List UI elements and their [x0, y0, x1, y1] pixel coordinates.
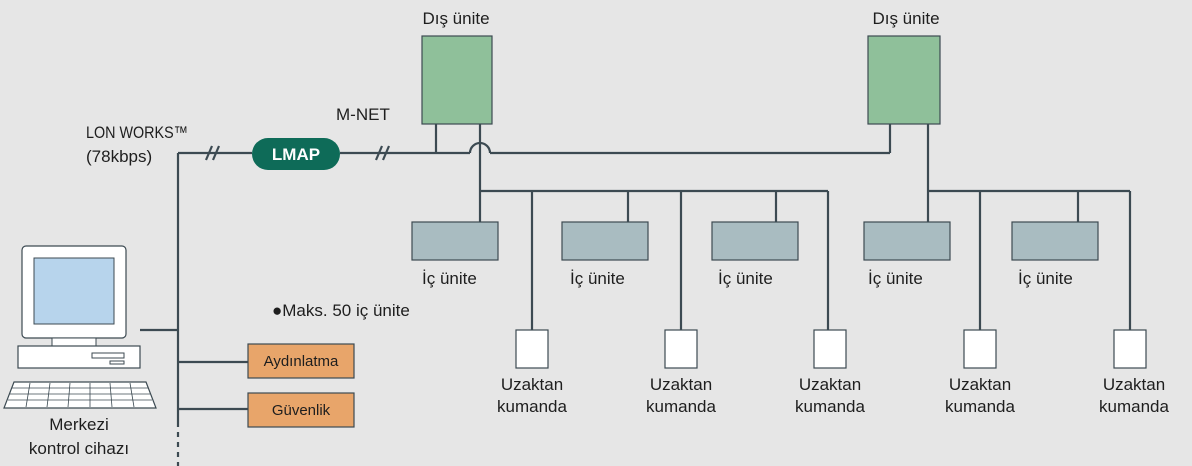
wiring	[140, 124, 1132, 466]
remote-controller-1: Uzaktan kumanda	[497, 329, 568, 416]
indoor-unit-box	[411, 221, 499, 261]
indoor-unit-label: İç ünite	[570, 269, 625, 288]
lmap-label: LMAP	[272, 145, 320, 164]
keyboard-keys	[8, 382, 152, 408]
lmap-box	[252, 138, 340, 170]
drive-slot-icon	[91, 352, 125, 359]
monitor-screen	[33, 257, 115, 325]
keyboard-icon	[3, 381, 157, 409]
remote-controller-box	[664, 329, 698, 369]
indoor-unit-4: İç ünite	[863, 221, 951, 288]
indoor-unit-label: İç ünite	[718, 269, 773, 288]
remote-label-line2: kumanda	[1099, 397, 1169, 416]
security-label: Güvenlik	[272, 402, 331, 419]
remote-controller-4: Uzaktan kumanda	[945, 329, 1016, 416]
remote-label-line2: kumanda	[945, 397, 1015, 416]
monitor-stand	[51, 337, 97, 347]
outdoor-unit-1: Dış ünite	[421, 9, 493, 125]
outdoor-unit-label: Dış ünite	[872, 9, 939, 28]
remote-controller-2: Uzaktan kumanda	[646, 329, 717, 416]
remote-controller-box	[515, 329, 549, 369]
lonworks-speed: (78kbps)	[86, 147, 152, 166]
remote-controller-5: Uzaktan kumanda	[1099, 329, 1170, 416]
line-break-mark	[374, 145, 384, 161]
lmap-unit: LMAP	[252, 138, 340, 170]
security-box	[247, 392, 355, 428]
line-break-mark	[204, 145, 214, 161]
outdoor-unit-box	[421, 35, 493, 125]
lighting-box	[247, 343, 355, 379]
remote-controller-box	[813, 329, 847, 369]
max-indoor-note: ●Maks. 50 iç ünite	[272, 301, 410, 320]
indoor-unit-box	[1011, 221, 1099, 261]
indoor-unit-label: İç ünite	[422, 269, 477, 288]
remote-controller-3: Uzaktan kumanda	[795, 329, 866, 416]
indoor-unit-3: İç ünite	[711, 221, 799, 288]
indoor-unit-box	[711, 221, 799, 261]
line-break-mark	[211, 145, 221, 161]
remote-label-line2: kumanda	[646, 397, 716, 416]
controller-label-line1: Merkezi	[49, 415, 109, 434]
remote-controller-box	[963, 329, 997, 369]
remote-label-line1: Uzaktan	[1103, 375, 1165, 394]
mnet-label: M-NET	[336, 105, 390, 124]
lonworks-label: LON WORKS™	[86, 123, 188, 142]
controller-label-line2: kontrol cihazı	[29, 439, 129, 458]
computer-base-icon	[17, 345, 141, 369]
indoor-unit-2: İç ünite	[561, 221, 649, 288]
lighting-label: Aydınlatma	[264, 353, 339, 370]
outdoor-unit-label: Dış ünite	[422, 9, 489, 28]
outdoor-unit-2: Dış ünite	[867, 9, 941, 125]
lighting-device: Aydınlatma	[247, 343, 355, 379]
indoor-unit-5: İç ünite	[1011, 221, 1099, 288]
drive-slot-icon	[109, 360, 125, 365]
line-break-mark	[381, 145, 391, 161]
remote-label-line1: Uzaktan	[650, 375, 712, 394]
remote-label-line1: Uzaktan	[949, 375, 1011, 394]
indoor-unit-label: İç ünite	[868, 269, 923, 288]
outdoor-unit-box	[867, 35, 941, 125]
remote-label-line2: kumanda	[497, 397, 567, 416]
remote-label-line2: kumanda	[795, 397, 865, 416]
indoor-unit-1: İç ünite	[411, 221, 499, 288]
indoor-unit-label: İç ünite	[1018, 269, 1073, 288]
remote-label-line1: Uzaktan	[501, 375, 563, 394]
remote-label-line1: Uzaktan	[799, 375, 861, 394]
security-device: Güvenlik	[247, 392, 355, 428]
indoor-unit-box	[863, 221, 951, 261]
indoor-unit-box	[561, 221, 649, 261]
remote-controller-box	[1113, 329, 1147, 369]
computer-icon: Merkezi kontrol cihazı	[3, 245, 157, 458]
